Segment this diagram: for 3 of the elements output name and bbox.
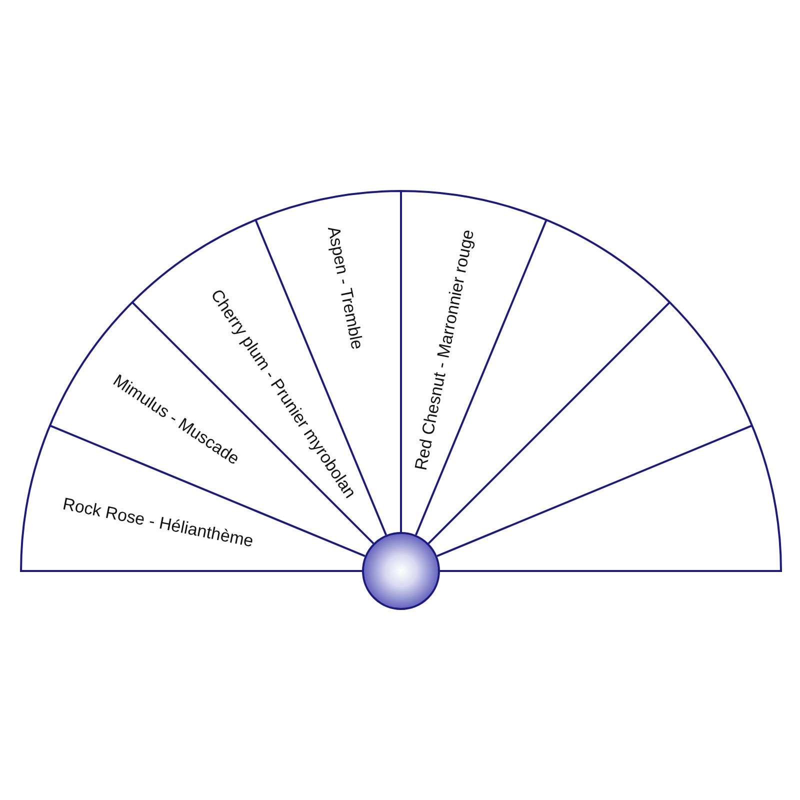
sector-label: Red Chesnut - Marronnier rouge (411, 228, 479, 472)
center-ball (362, 532, 440, 610)
sector-label: Aspen - Tremble (322, 224, 367, 351)
